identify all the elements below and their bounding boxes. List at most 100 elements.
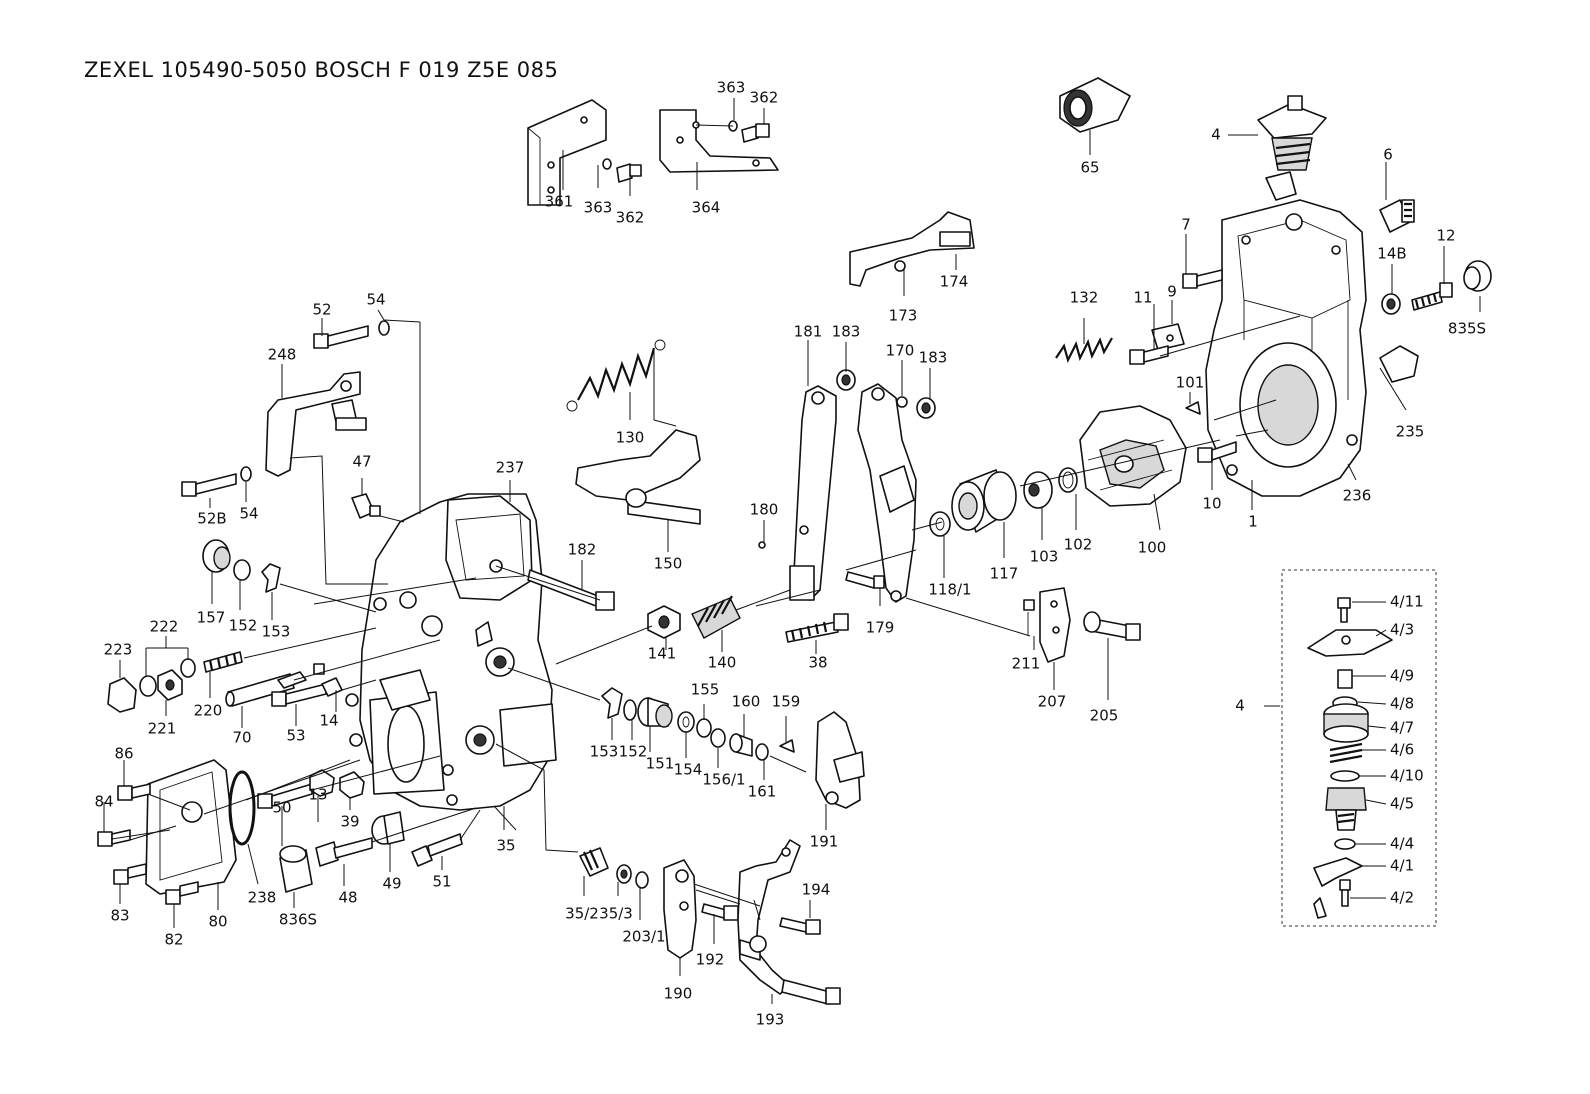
label-220: 220	[194, 702, 223, 720]
bolt-53-part	[271, 663, 343, 707]
ring-152a-part	[233, 559, 251, 581]
label-161: 161	[748, 783, 777, 801]
label-9: 9	[1167, 283, 1177, 301]
label-153a: 153	[262, 623, 291, 641]
flyweight-holder-100-part	[1079, 405, 1187, 507]
nut-13-part	[309, 769, 335, 797]
lever-190-part	[663, 859, 697, 959]
shaft-205-part	[1083, 611, 1141, 641]
washer-54b-part	[240, 466, 252, 482]
screw-83-part	[113, 863, 147, 885]
label-11: 11	[1133, 289, 1152, 307]
label-52B: 52B	[197, 510, 226, 528]
label-141: 141	[648, 645, 677, 663]
lever-170-part	[857, 383, 917, 603]
clip-153b-part	[601, 687, 623, 719]
label-65: 65	[1080, 159, 1099, 177]
label-101: 101	[1176, 374, 1205, 392]
cap-836S-part	[279, 845, 313, 893]
label-12: 12	[1436, 227, 1455, 245]
screw-82-part	[165, 881, 199, 905]
label-150: 150	[654, 555, 683, 573]
label-203-1: 203/1	[622, 928, 665, 946]
label-50: 50	[272, 799, 291, 817]
plug-6-part	[1379, 199, 1415, 233]
collar-103-part	[1023, 471, 1053, 509]
label-103: 103	[1030, 548, 1059, 566]
label-192: 192	[696, 951, 725, 969]
ring-35-3-part	[616, 864, 632, 884]
label-362a: 362	[750, 89, 779, 107]
clip-153a-part	[261, 563, 281, 593]
label-53: 53	[286, 727, 305, 745]
cap-157-part	[202, 539, 231, 573]
cap-835S-part	[1463, 260, 1492, 292]
label-82: 82	[164, 931, 183, 949]
label-10: 10	[1202, 495, 1221, 513]
label-154: 154	[674, 761, 703, 779]
nut-65-part	[1059, 77, 1131, 133]
label-86: 86	[114, 745, 133, 763]
label-222: 222	[150, 618, 179, 636]
label-132: 132	[1070, 289, 1099, 307]
label-130: 130	[616, 429, 645, 447]
label-181: 181	[794, 323, 823, 341]
washer-203-1-part	[635, 871, 649, 889]
label-238: 238	[248, 889, 277, 907]
bolt-52B-part	[181, 473, 237, 497]
bolt-52-part	[313, 325, 369, 349]
leader-lines	[103, 98, 1481, 1004]
cap-235-part	[1379, 345, 1419, 383]
label-4-2: 4/2	[1390, 889, 1414, 907]
nut-141-part	[647, 605, 681, 639]
label-118-1: 118/1	[928, 581, 971, 599]
label-35: 35	[496, 837, 515, 855]
label-361: 361	[545, 193, 574, 211]
key-101-part	[1185, 401, 1201, 415]
pump-housing-237-part	[345, 493, 557, 811]
assembly-4-inset-box	[1281, 569, 1437, 927]
label-70: 70	[232, 729, 251, 747]
spring-140-part	[691, 595, 741, 639]
label-235: 235	[1396, 423, 1425, 441]
label-363b: 363	[584, 199, 613, 217]
label-102: 102	[1064, 536, 1093, 554]
label-194: 194	[802, 881, 831, 899]
label-248: 248	[268, 346, 297, 364]
label-4-7: 4/7	[1390, 719, 1414, 737]
label-183b: 183	[919, 349, 948, 367]
label-54b: 54	[239, 505, 258, 523]
label-364: 364	[692, 199, 721, 217]
screw-211-part	[1023, 599, 1035, 636]
sleeve-49-part	[371, 811, 405, 845]
bracket-364-part	[659, 109, 779, 173]
assembly-4-exploded-part	[1264, 597, 1393, 919]
label-51: 51	[432, 873, 451, 891]
label-236: 236	[1343, 487, 1372, 505]
bolt-194-part	[779, 917, 821, 935]
label-4-1: 4/1	[1390, 857, 1414, 875]
label-174: 174	[940, 273, 969, 291]
label-362b: 362	[616, 209, 645, 227]
label-155: 155	[691, 681, 720, 699]
diagram-title: ZEXEL 105490-5050 BOSCH F 019 Z5E 085	[84, 58, 558, 82]
label-193: 193	[756, 1011, 785, 1029]
bracket-248-part	[265, 371, 367, 477]
bracket-207-part	[1039, 587, 1071, 663]
washer-155-part	[696, 718, 712, 738]
nut-183a-part	[836, 369, 856, 391]
lever-150-part	[575, 429, 701, 525]
sleeve-151-part	[637, 697, 673, 728]
lever-174-part	[849, 211, 975, 287]
label-221: 221	[148, 720, 177, 738]
label-207: 207	[1038, 693, 1067, 711]
nut-183b-part	[916, 397, 936, 419]
label-47: 47	[352, 453, 371, 471]
screw-220-part	[203, 651, 243, 673]
nut-14B-part	[1381, 293, 1401, 315]
part-number-labels: 363 362 361 363 362 364 65 4 6 7 14B 12 …	[94, 79, 1486, 1029]
label-14B: 14B	[1377, 245, 1406, 263]
washer-156-1-part	[710, 728, 726, 748]
spring-132-part	[1055, 337, 1113, 364]
